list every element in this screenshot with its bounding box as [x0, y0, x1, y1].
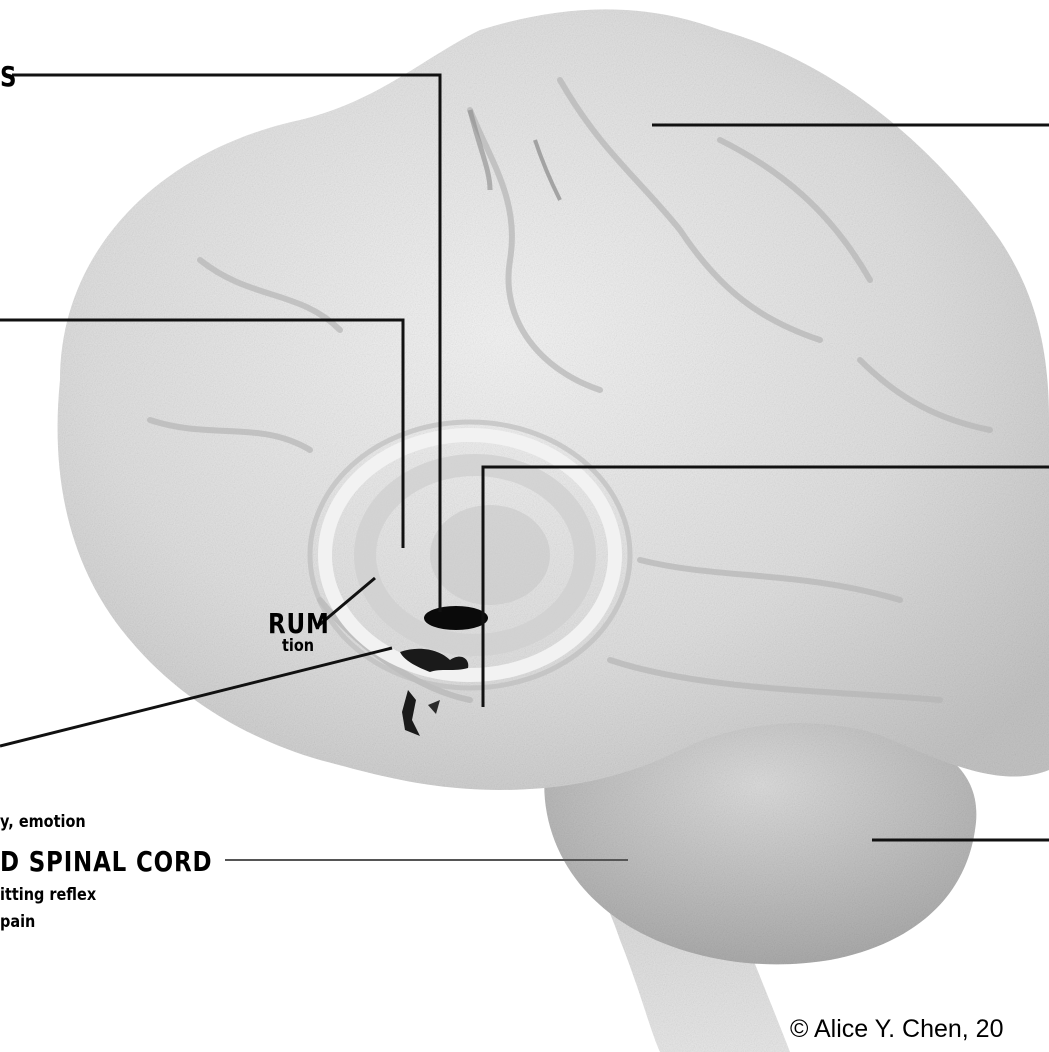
limbic-core: [430, 505, 550, 605]
dark-nucleus: [424, 606, 488, 630]
label-spinal-desc-1: itting reflex: [0, 885, 96, 905]
label-spinal-desc-2: pain: [0, 912, 35, 932]
label-rum-desc: tion: [282, 636, 314, 656]
label-spinal-title: D SPINAL CORD: [0, 845, 212, 878]
label-top-fragment: S: [0, 60, 17, 93]
copyright-credit: © Alice Y. Chen, 20: [790, 1015, 1003, 1044]
label-emotion-desc: y, emotion: [0, 812, 86, 832]
